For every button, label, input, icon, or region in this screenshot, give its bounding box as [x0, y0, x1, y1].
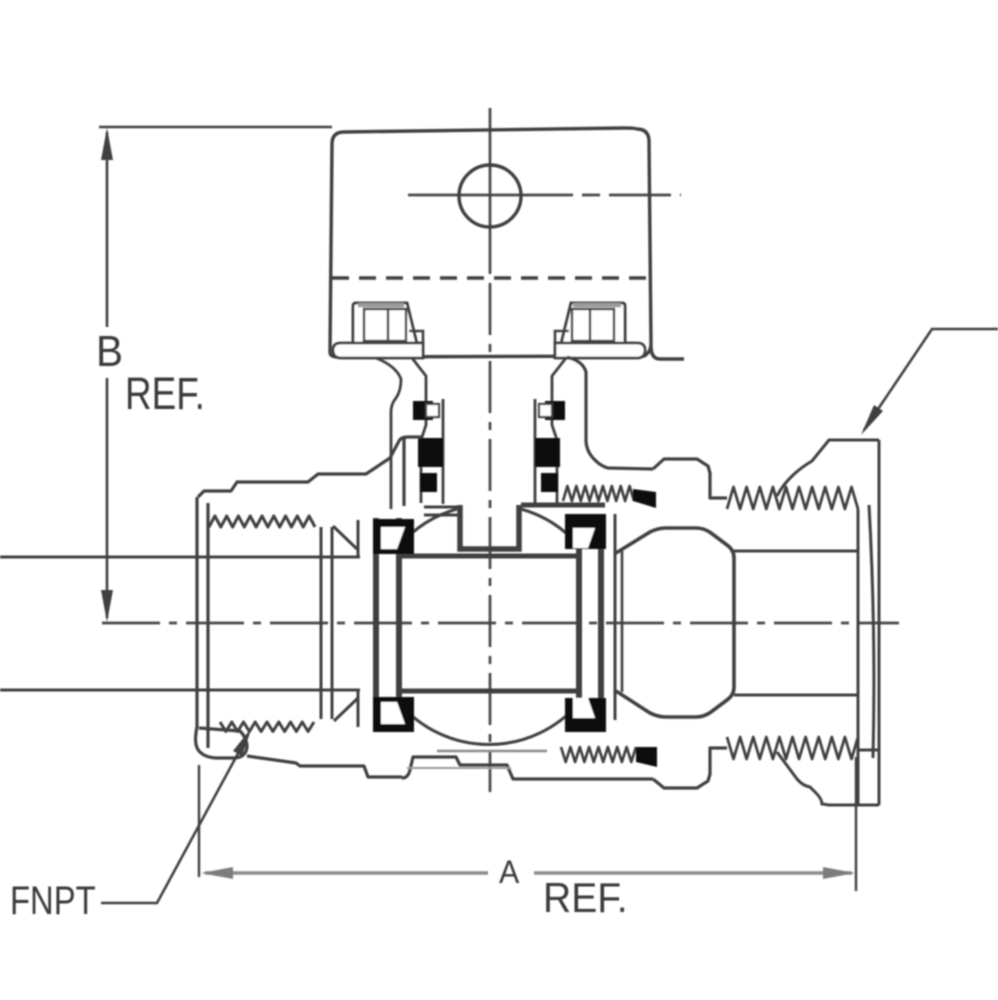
svg-text:A: A	[499, 854, 519, 890]
svg-text:FNPT: FNPT	[10, 878, 96, 923]
svg-text:REF.: REF.	[543, 874, 628, 922]
svg-text:B: B	[96, 326, 123, 375]
svg-text:REF.: REF.	[125, 369, 205, 419]
